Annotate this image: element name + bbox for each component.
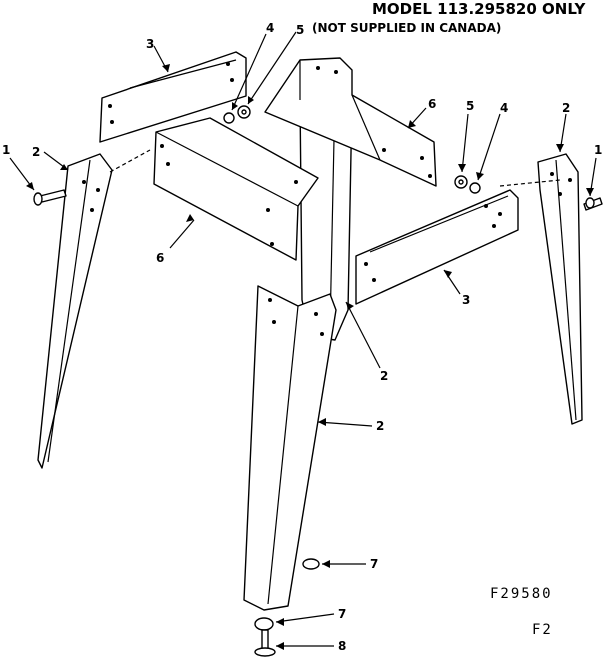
leg-right	[537, 153, 583, 425]
callout-7-lower: 7	[338, 607, 346, 621]
nut-4-right	[469, 182, 481, 194]
callout-3-right: 3	[462, 293, 470, 307]
callout-6-right: 6	[428, 97, 436, 111]
callout-1-right: 1	[594, 143, 602, 157]
figure-label: F2	[532, 622, 553, 638]
callout-2-front: 2	[376, 419, 384, 433]
drawing-number: F29580	[490, 586, 553, 602]
callout-1-left: 1	[2, 143, 10, 157]
arrowheads	[26, 64, 594, 650]
callout-2-left: 2	[32, 145, 40, 159]
washer-5-left	[237, 105, 251, 119]
bolt-left	[33, 189, 67, 206]
leveling-foot-8	[254, 629, 276, 657]
callout-2-center: 2	[380, 369, 388, 383]
washer-5-right	[454, 175, 468, 189]
leg-left	[37, 153, 113, 469]
callout-4-right: 4	[500, 101, 508, 115]
nut-4-left	[223, 112, 235, 124]
callout-5-left: 5	[296, 23, 304, 37]
callout-5-right: 5	[466, 99, 474, 113]
leg-front	[243, 285, 337, 611]
model-title: MODEL 113.295820 ONLY	[372, 0, 587, 18]
callout-3-left: 3	[146, 37, 154, 51]
model-note: (NOT SUPPLIED IN CANADA)	[312, 21, 501, 35]
callout-4-left: 4	[266, 21, 274, 35]
bolt-right	[583, 197, 603, 211]
apron-right-top	[264, 57, 437, 187]
nut-7-upper	[302, 558, 320, 570]
callout-6-left: 6	[156, 251, 164, 265]
callout-7-upper: 7	[370, 557, 378, 571]
side-rail-left	[99, 51, 247, 143]
callout-2-right: 2	[562, 101, 570, 115]
nut-7-lower	[254, 617, 274, 631]
apron-left-front	[153, 117, 319, 261]
side-rail-right	[355, 189, 519, 305]
callout-labels: 1 2 3 4 5 6 5 4 2 1 6 3 2 2 7 7 8	[2, 21, 602, 653]
callout-8: 8	[338, 639, 346, 653]
